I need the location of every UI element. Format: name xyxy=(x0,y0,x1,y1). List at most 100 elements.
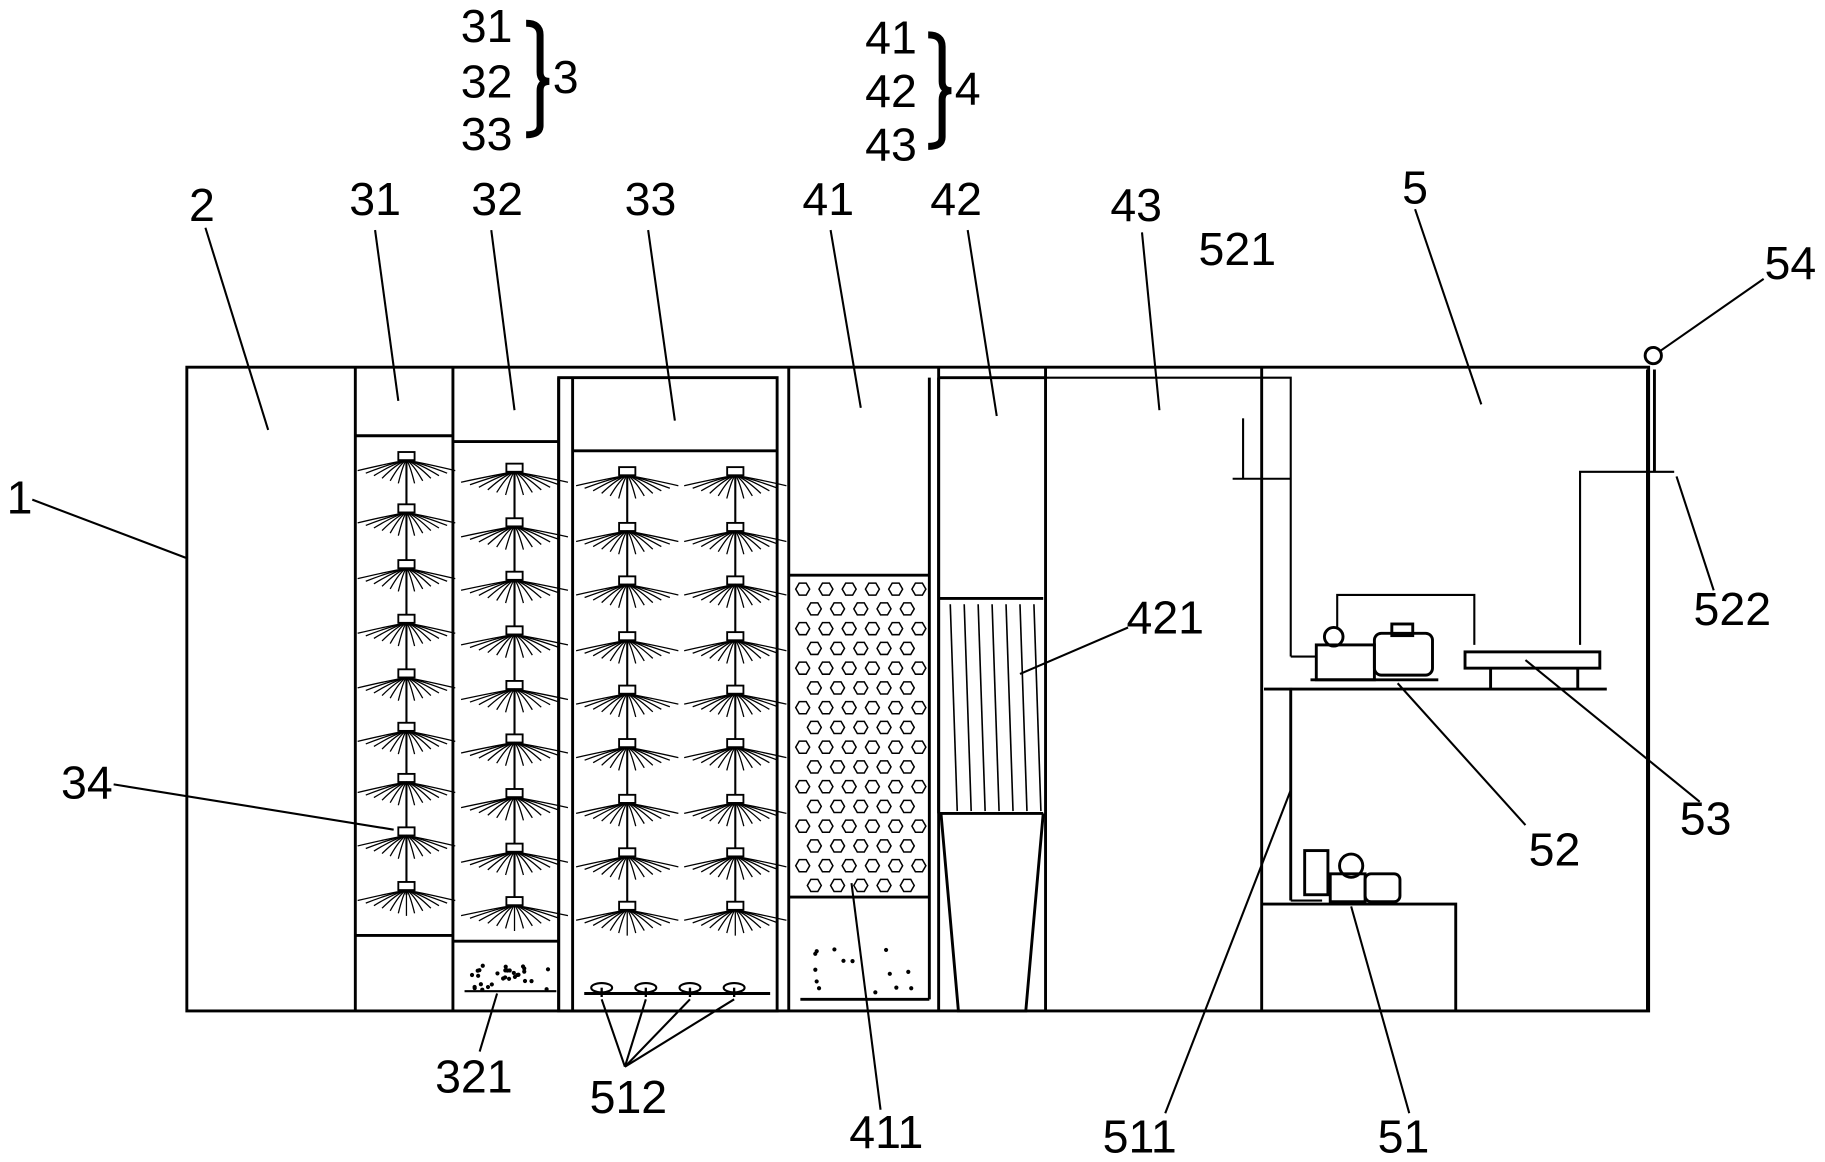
leader-lines xyxy=(31,208,1765,1114)
label-522: 522 xyxy=(1694,583,1772,635)
packing-cell xyxy=(806,641,823,656)
brush-filler xyxy=(575,793,679,829)
brush-fillers-31 xyxy=(357,451,456,916)
brush-filler xyxy=(575,466,679,502)
legend-group-4: 41 42 43 4 xyxy=(865,11,980,170)
label-41: 41 xyxy=(802,173,854,225)
brush-filler xyxy=(460,517,569,553)
aerators-512 xyxy=(590,982,746,997)
packing-cell xyxy=(852,799,869,814)
packing-cell xyxy=(841,779,858,794)
packing-cell xyxy=(876,760,892,774)
packing-cell xyxy=(841,819,858,833)
packing-cell xyxy=(911,661,927,675)
legend-group-3: 31 32 33 3 xyxy=(461,0,579,160)
brush-filler xyxy=(684,900,787,936)
legend-item-43: 43 xyxy=(865,118,917,170)
packing-cell xyxy=(806,602,823,616)
packing-cell xyxy=(899,720,916,735)
inclined-tube xyxy=(949,604,959,812)
packing-cell xyxy=(887,621,904,636)
label-31: 31 xyxy=(349,173,401,225)
brush-filler xyxy=(460,896,569,931)
sediment-dot xyxy=(832,947,837,952)
brush-filler xyxy=(460,788,569,823)
pipe-521 xyxy=(942,376,1292,657)
packing-cell xyxy=(829,681,846,695)
sediment-dot xyxy=(503,964,508,969)
packing-cell xyxy=(864,661,881,675)
packing-cell xyxy=(864,858,881,873)
label-51: 51 xyxy=(1378,1111,1430,1162)
legend-brace-4 xyxy=(928,31,952,150)
brush-fillers-32 xyxy=(460,462,569,931)
packing-cell xyxy=(841,661,858,675)
brush-filler xyxy=(357,559,456,595)
packing-cell xyxy=(794,858,811,873)
label-52: 52 xyxy=(1529,824,1581,876)
packing-cell xyxy=(829,641,846,656)
vent-pipe-54 xyxy=(1643,345,1663,1011)
label-2: 2 xyxy=(189,179,215,231)
packing-cell xyxy=(841,621,858,636)
packing-cell xyxy=(852,602,869,616)
packing-cell xyxy=(911,858,927,873)
packing-cell xyxy=(794,661,811,675)
chamber-41 xyxy=(787,367,941,1011)
chamber-42 xyxy=(937,367,1048,1013)
brush-filler xyxy=(575,575,679,611)
packing-cell xyxy=(887,582,904,596)
brush-filler xyxy=(357,881,456,916)
inclined-tube xyxy=(991,604,1000,812)
sediment-dot xyxy=(522,969,527,974)
packing-cell xyxy=(876,799,892,814)
label-42: 42 xyxy=(930,173,982,225)
sediment-dot xyxy=(480,963,485,968)
legend-group-label-3: 3 xyxy=(553,51,579,103)
packing-cell xyxy=(899,602,916,616)
packing-cell xyxy=(899,641,916,656)
packing-cell xyxy=(852,839,869,853)
legend-item-31: 31 xyxy=(461,0,513,52)
packing-cell xyxy=(852,641,869,656)
packing-cell xyxy=(911,779,927,794)
packing-cell xyxy=(887,700,904,715)
packing-cell xyxy=(876,641,892,656)
inclined-tube xyxy=(1005,604,1014,812)
packing-cell xyxy=(806,839,823,853)
packing-cell xyxy=(887,858,904,873)
brush-filler xyxy=(575,738,679,773)
sediment-dot xyxy=(485,984,491,990)
brush-filler xyxy=(684,738,787,773)
legend-group-label-4: 4 xyxy=(955,63,981,115)
chamber-33 xyxy=(557,376,787,1013)
brush-filler xyxy=(357,613,456,649)
packing-cell xyxy=(829,760,846,774)
brush-filler xyxy=(357,772,456,808)
sediment-dot xyxy=(894,985,899,990)
packing-cell xyxy=(864,779,881,794)
packing-cell xyxy=(794,621,811,636)
packing-cell xyxy=(806,681,823,695)
sediment-dot xyxy=(495,971,500,976)
sediment-dot xyxy=(476,973,481,978)
label-321: 321 xyxy=(435,1050,513,1102)
packing-cell xyxy=(841,582,858,596)
brush-filler xyxy=(684,847,787,883)
brush-filler xyxy=(357,668,456,704)
brush-filler xyxy=(460,733,569,769)
sediment-dot xyxy=(501,976,506,981)
packing-cell xyxy=(818,740,834,754)
packing-cell xyxy=(911,621,927,636)
label-32: 32 xyxy=(471,173,523,225)
legend-item-32: 32 xyxy=(461,56,513,108)
inclined-tube xyxy=(1033,604,1042,812)
pump-52 xyxy=(1310,593,1476,682)
sediment-dot xyxy=(512,974,518,980)
inclined-tube xyxy=(963,604,972,812)
packing-cell xyxy=(818,661,834,675)
inclined-tube xyxy=(1019,604,1028,812)
sediment-dot xyxy=(522,966,527,971)
packing-cell xyxy=(899,799,916,814)
